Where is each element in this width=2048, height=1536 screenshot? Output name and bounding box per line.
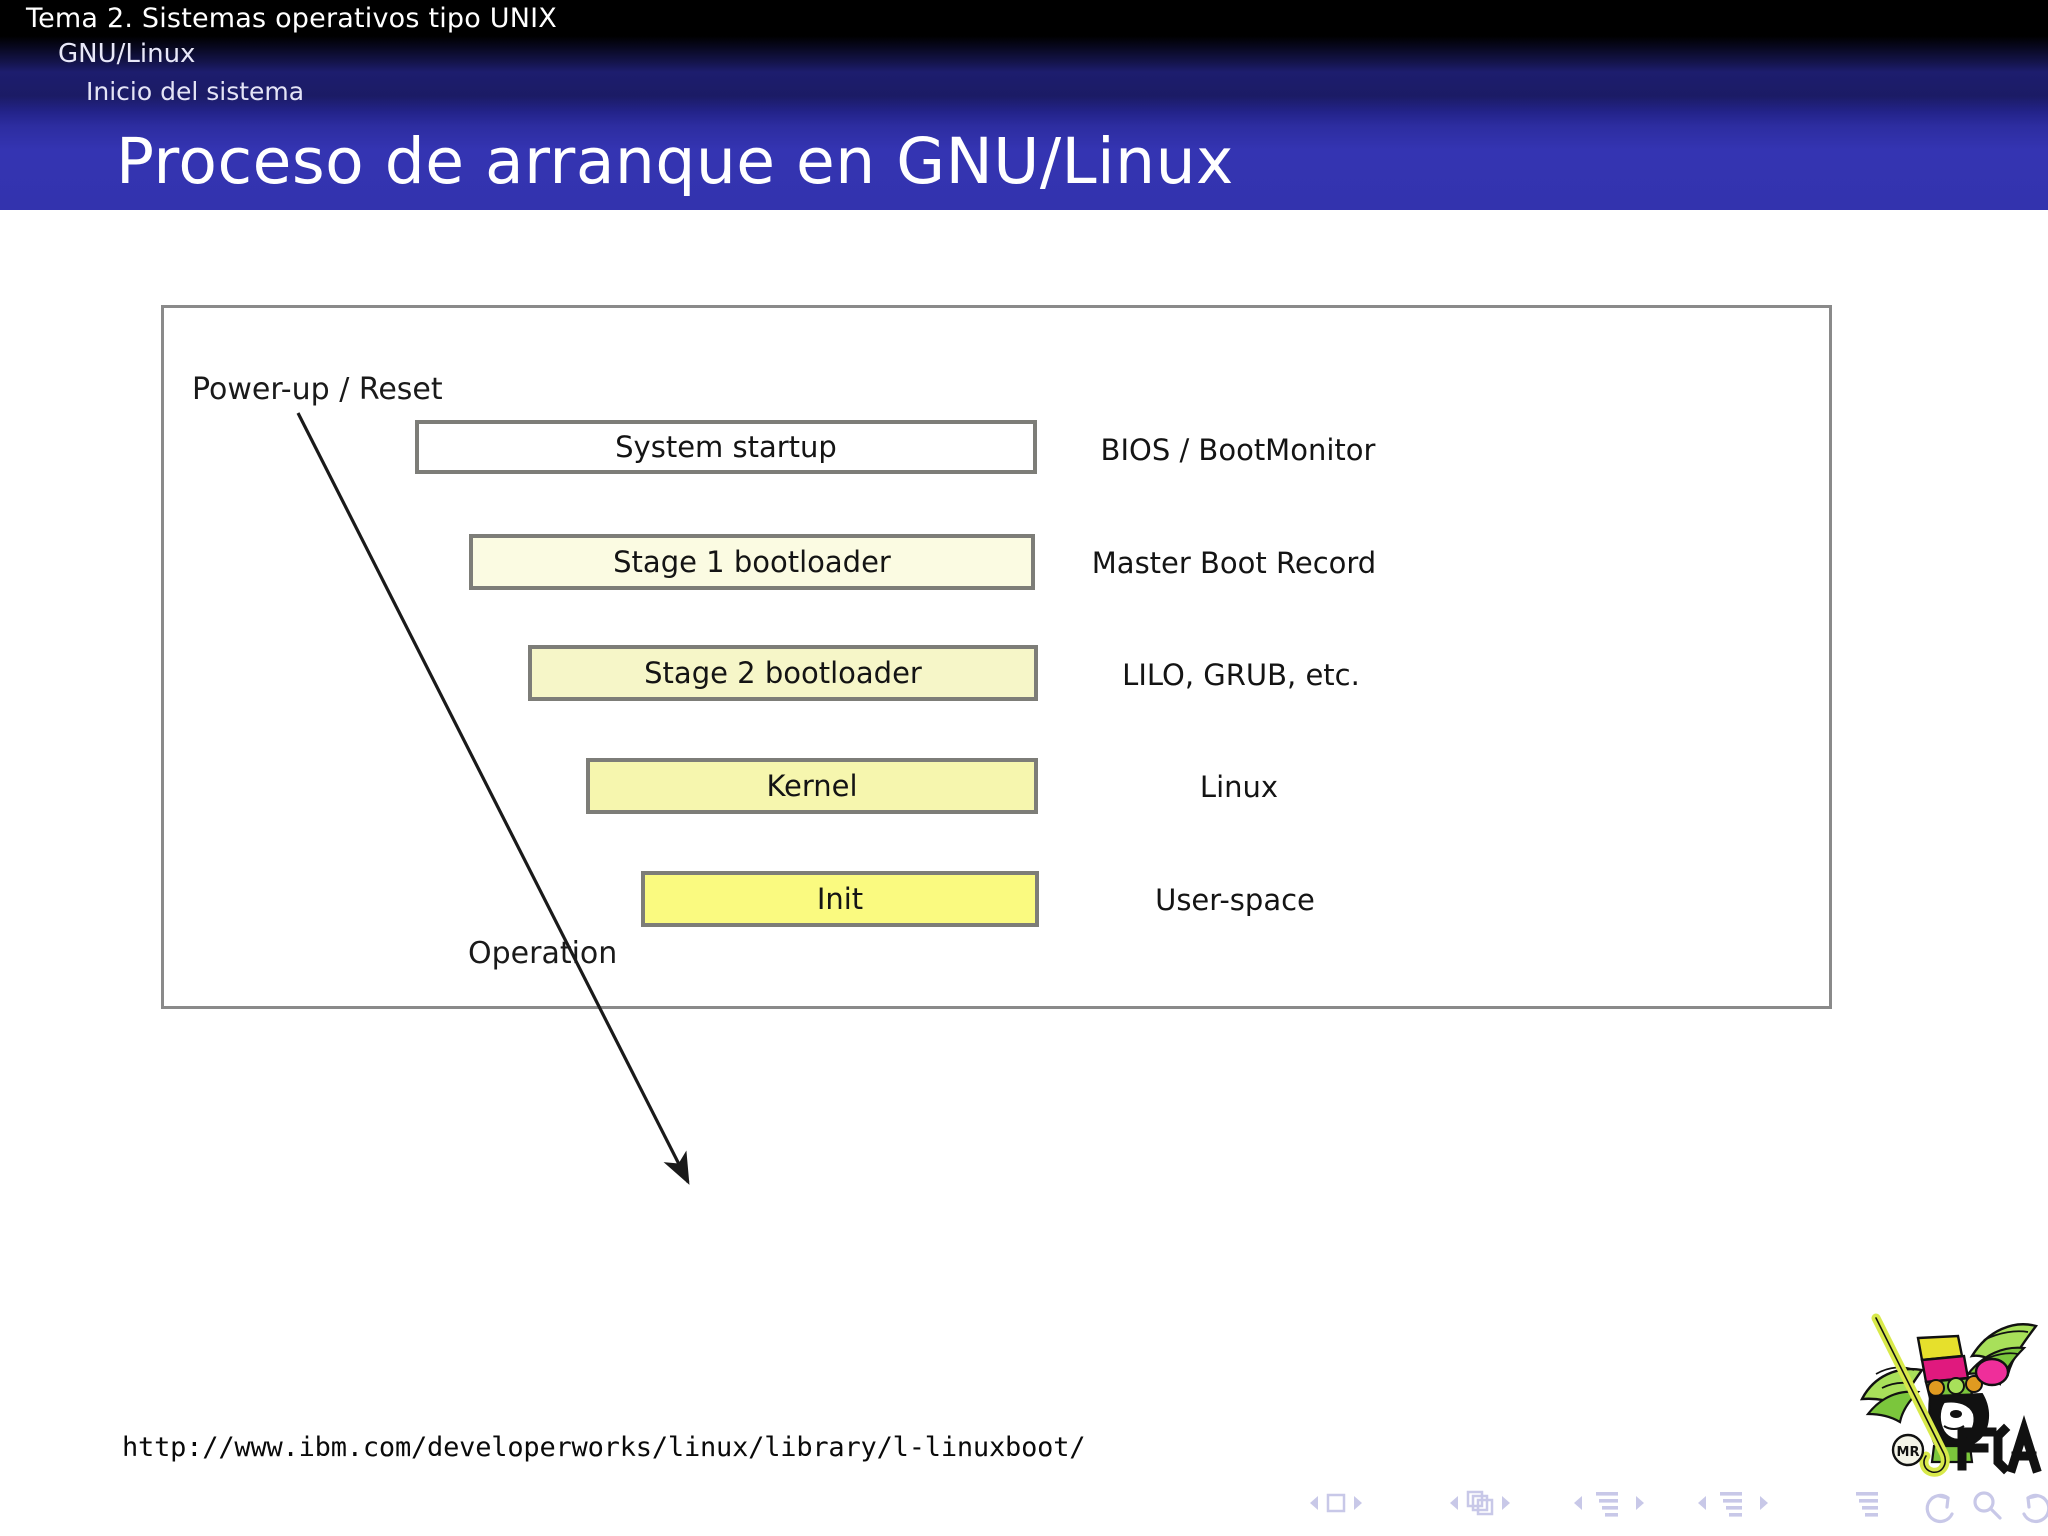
stage-box-kernel: Kernel [586, 758, 1038, 814]
go-back-arrowhead-icon [1937, 1494, 1950, 1509]
search-icon [1973, 1491, 1995, 1513]
breadcrumb-topic: Tema 2. Sistemas operativos tipo UNIX [26, 3, 557, 34]
fca-aztec-logo: MR [1859, 1313, 2042, 1477]
side-label-lilo-grub: LILO, GRUB, etc. [1122, 658, 1360, 692]
stage-box-init: Init [641, 871, 1039, 927]
registration-mark: MR [1891, 1433, 1925, 1467]
document-icon [1856, 1492, 1878, 1517]
side-label-user-space: User-space [1155, 883, 1315, 917]
headdress-band [1916, 1334, 2010, 1400]
prev-section-icon [1698, 1496, 1706, 1510]
registration-text: MR [1897, 1445, 1920, 1460]
next-frame-icon [1502, 1496, 1510, 1510]
slide-icon [1326, 1493, 1346, 1513]
prev-slide-icon [1310, 1496, 1318, 1510]
label-power-up-reset: Power-up / Reset [192, 372, 443, 407]
side-label-linux: Linux [1199, 770, 1279, 804]
source-url: http://www.ibm.com/developerworks/linux/… [122, 1432, 1086, 1463]
stage-box-system-startup: System startup [415, 420, 1037, 474]
next-slide-icon [1354, 1496, 1362, 1510]
prev-subsection-icon [1574, 1496, 1582, 1510]
beamer-navigation-bar[interactable] [1300, 1478, 2048, 1528]
go-forward-arrowhead-icon [2026, 1494, 2039, 1509]
next-section-icon [1760, 1496, 1768, 1510]
fca-monogram [1957, 1415, 2042, 1475]
side-label-bios-bootmonitor: BIOS / BootMonitor [1100, 433, 1376, 467]
prev-frame-icon [1450, 1496, 1458, 1510]
section-icon [1720, 1492, 1742, 1517]
next-subsection-icon [1636, 1496, 1644, 1510]
page-title: Proceso de arranque en GNU/Linux [116, 125, 1234, 198]
side-label-master-boot-record: Master Boot Record [1091, 546, 1377, 580]
stage-box-stage-1-bootloader: Stage 1 bootloader [469, 534, 1035, 590]
slide-header: Tema 2. Sistemas operativos tipo UNIX GN… [0, 0, 2048, 210]
breadcrumb-subsection: Inicio del sistema [86, 77, 305, 106]
frame-icon [1466, 1490, 1494, 1516]
breadcrumb-section: GNU/Linux [58, 39, 196, 69]
search-handle-icon [1989, 1507, 2002, 1520]
label-operation: Operation [468, 936, 618, 971]
stage-box-stage-2-bootloader: Stage 2 bootloader [528, 645, 1038, 701]
subsection-icon [1596, 1492, 1618, 1517]
